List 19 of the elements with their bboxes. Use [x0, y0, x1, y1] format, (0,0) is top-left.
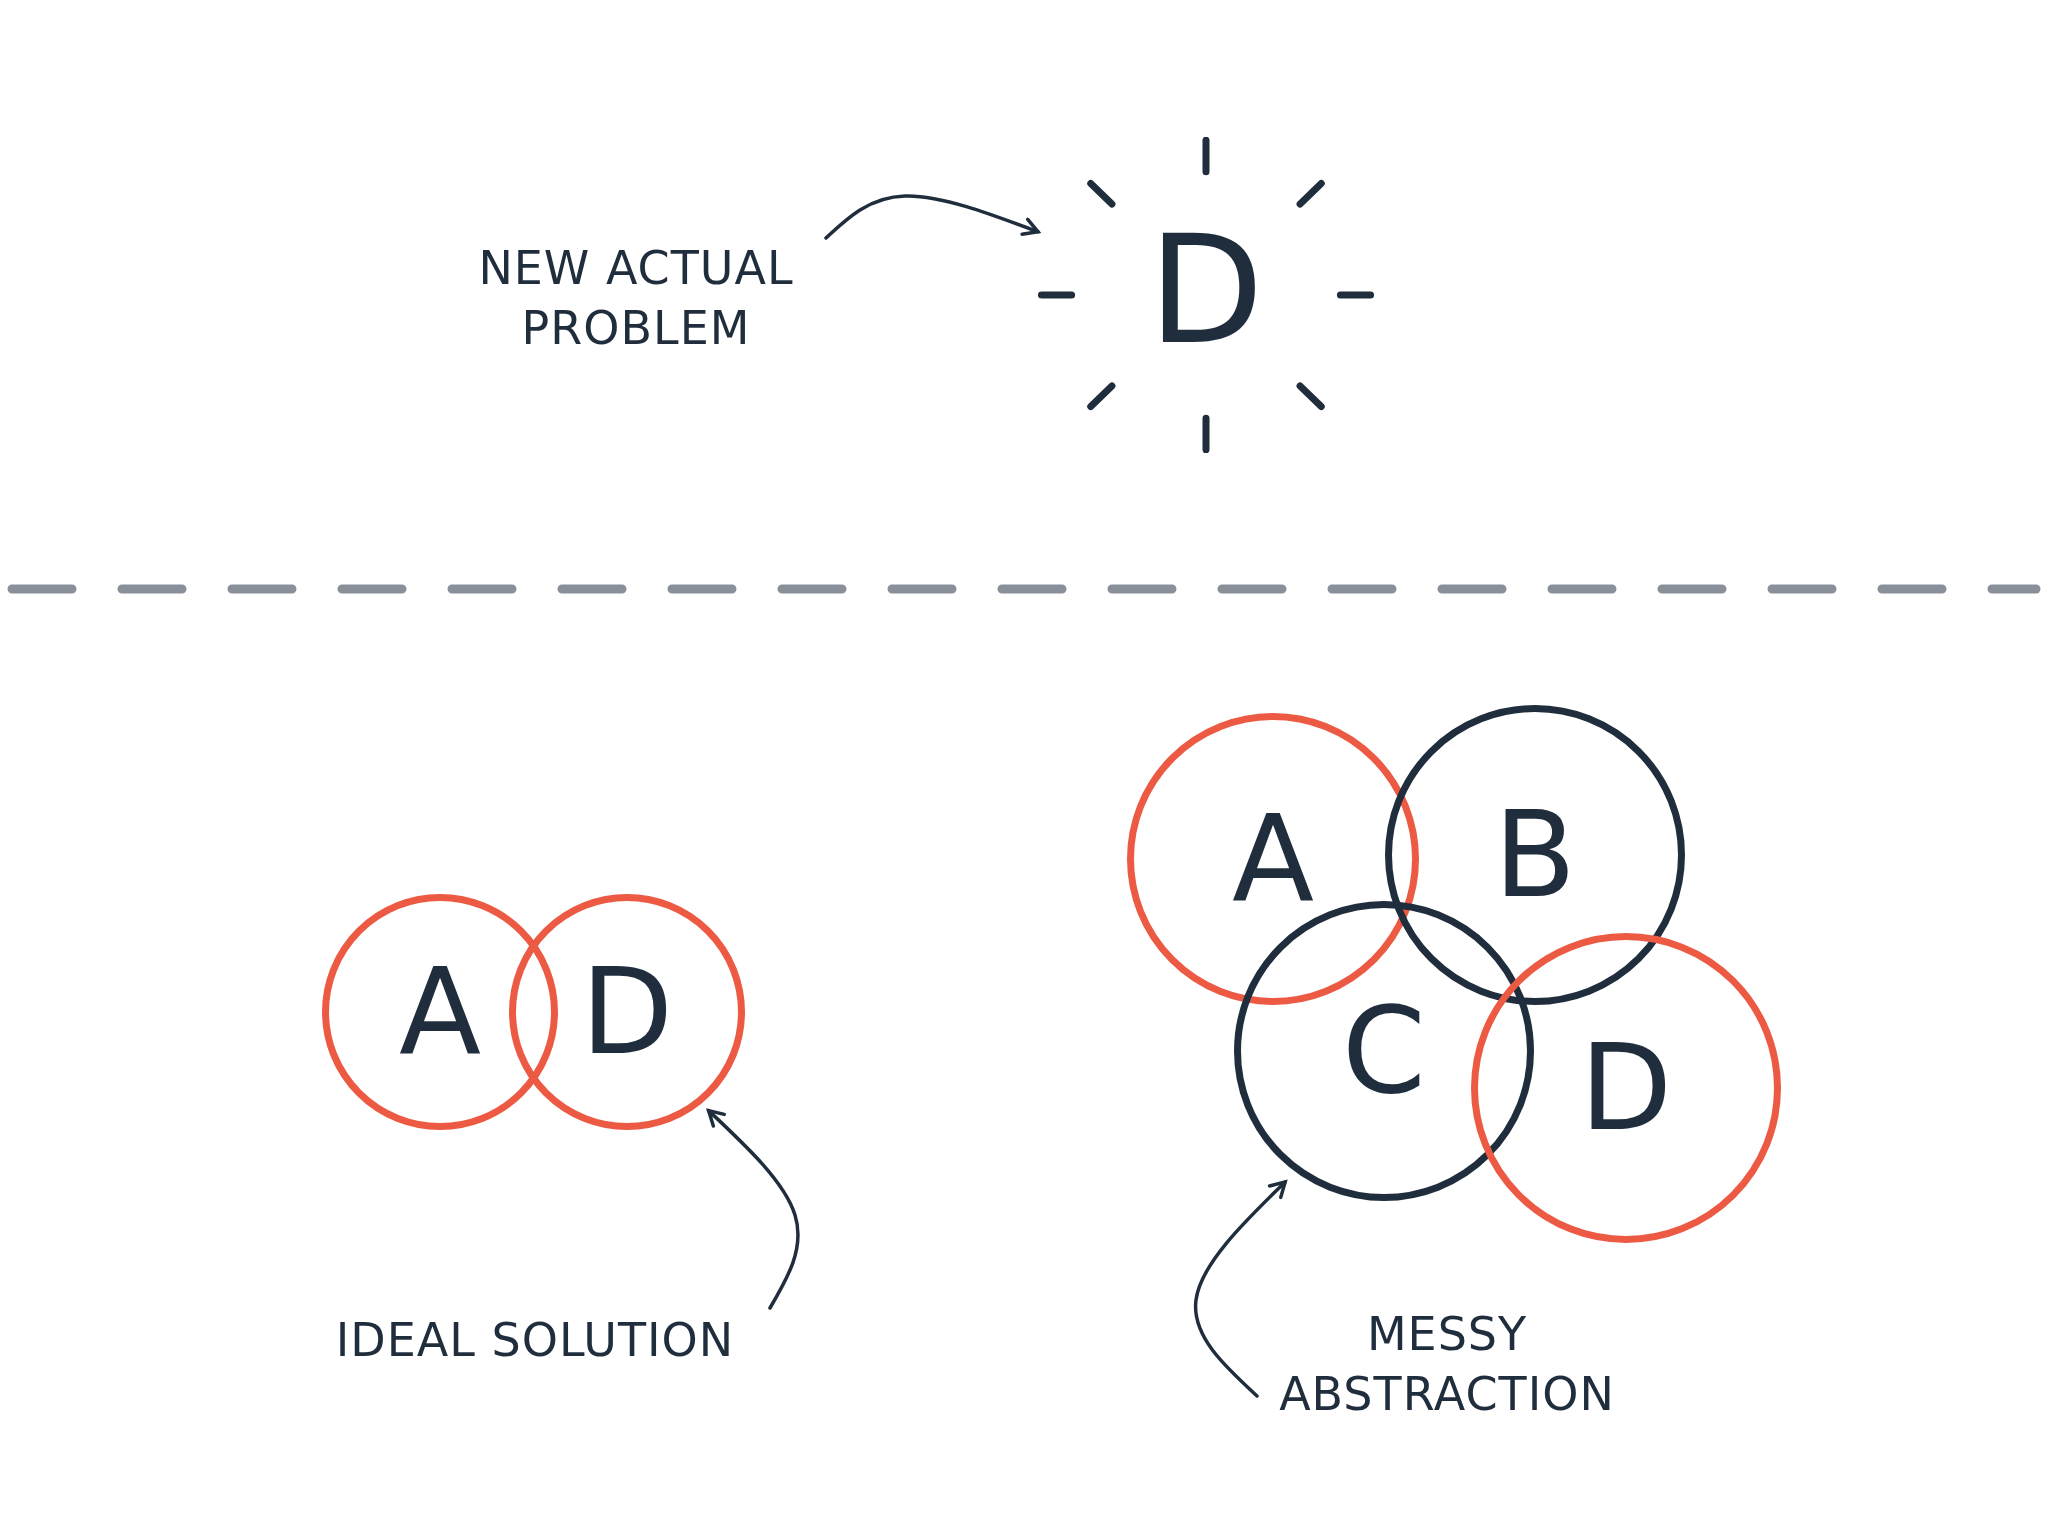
circle-label: D	[580, 952, 674, 1072]
circle-outline	[509, 894, 745, 1130]
circle-outline	[1471, 933, 1781, 1243]
letter-label: D	[1147, 215, 1265, 365]
circle-label: D	[1579, 1028, 1673, 1148]
curved-arrow	[706, 1108, 800, 1310]
circle-outline	[1385, 705, 1685, 1005]
circle-outline	[1234, 901, 1534, 1201]
caption-text: NEW ACTUAL PROBLEM	[477, 240, 795, 357]
circle-outline	[322, 894, 558, 1130]
circle-label: C	[1342, 991, 1426, 1111]
circle-label: B	[1493, 795, 1577, 915]
curved-arrow	[1193, 1180, 1287, 1398]
circle-label: A	[1231, 799, 1315, 919]
caption-text: MESSY ABSTRACTION	[1278, 1306, 1616, 1423]
circle-label: A	[398, 952, 482, 1072]
caption-text: IDEAL SOLUTION	[335, 1312, 735, 1370]
circle-outline	[1127, 713, 1419, 1005]
curved-arrow	[824, 194, 1040, 240]
